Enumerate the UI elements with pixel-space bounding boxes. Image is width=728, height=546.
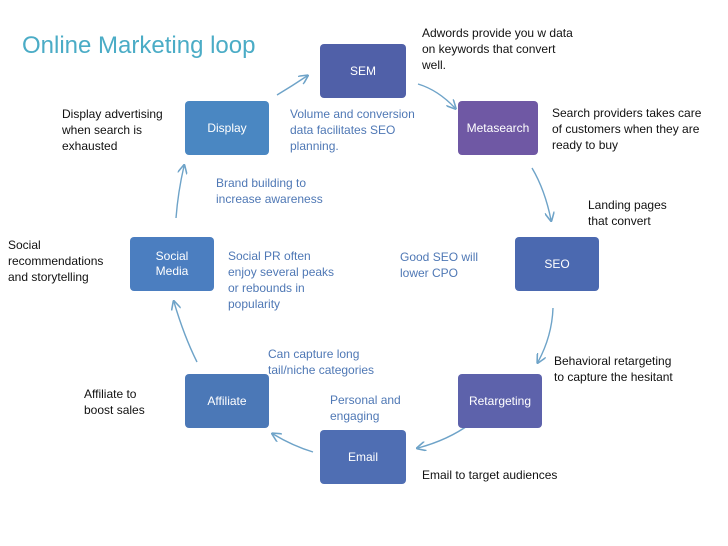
- node-metasearch: Metasearch: [458, 101, 538, 155]
- note-good-seo: Good SEO will lower CPO: [400, 250, 479, 280]
- node-retargeting: Retargeting: [458, 374, 542, 428]
- note-search-providers: Search providers takes care of customers…: [552, 106, 702, 152]
- note-volume: Volume and conversion data facilitates S…: [290, 107, 415, 153]
- note-long-tail: Can capture long tail/niche categories: [268, 347, 375, 377]
- note-landing-pages: Landing pages that convert: [588, 198, 667, 228]
- arrow-metasearch-to-seo: [531, 167, 551, 220]
- note-behavioral: Behavioral retargeting to capture the he…: [554, 354, 673, 384]
- note-affiliate-boost: Affiliate to boost sales: [84, 387, 145, 417]
- note-display-adv: Display advertising when search is exhau…: [62, 107, 163, 153]
- arrow-display-to-sem: [276, 76, 307, 96]
- arrow-social-to-display: [175, 166, 184, 219]
- note-social-pr: Social PR often enjoy several peaks or r…: [228, 249, 335, 311]
- note-brand: Brand building to increase awareness: [216, 176, 323, 206]
- arrow-sem-to-metasearch: [417, 83, 455, 108]
- node-sem: SEM: [320, 44, 406, 98]
- note-adwords: Adwords provide you w data on keywords t…: [422, 26, 573, 72]
- node-social-media: Social Media: [130, 237, 214, 291]
- node-seo: SEO: [515, 237, 599, 291]
- arrow-email-to-affiliate: [273, 434, 314, 453]
- note-personal: Personal and engaging: [330, 393, 401, 423]
- node-display: Display: [185, 101, 269, 155]
- arrow-affiliate-to-social: [174, 302, 198, 363]
- arrow-seo-to-retargeting: [538, 307, 554, 362]
- node-email: Email: [320, 430, 406, 484]
- node-affiliate: Affiliate: [185, 374, 269, 428]
- diagram-title: Online Marketing loop: [22, 32, 256, 59]
- note-social-rec: Social recommendations and storytelling: [8, 238, 104, 284]
- note-email-target: Email to target audiences: [422, 468, 558, 482]
